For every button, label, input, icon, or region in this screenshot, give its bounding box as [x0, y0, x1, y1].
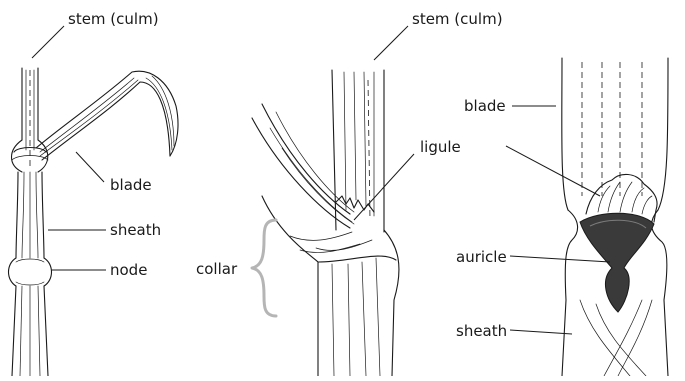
middle-stem-leader — [374, 26, 408, 60]
left-sheath-label: sheath — [110, 221, 161, 239]
middle-collar-label: collar — [196, 260, 238, 278]
middle-collar-drawing — [262, 196, 399, 376]
right-ligule-leader — [506, 146, 600, 196]
right-auricle-leader — [510, 256, 610, 262]
right-sheath-label: sheath — [456, 322, 507, 340]
left-blade-drawing — [36, 71, 178, 160]
panel-left-stem-node: stem (culm) blade sheath node — [9, 10, 179, 376]
right-sheath-leader — [510, 330, 572, 334]
right-blade-drawing — [562, 58, 668, 210]
left-stem-label: stem (culm) — [68, 10, 159, 28]
left-blade-label: blade — [110, 176, 152, 194]
right-auricle-label: auricle — [456, 248, 507, 266]
middle-stem-label: stem (culm) — [412, 10, 503, 28]
middle-ligule-label: ligule — [420, 138, 461, 156]
left-stem-leader — [32, 26, 64, 58]
right-ligule-veins — [598, 182, 652, 214]
left-node-drawing — [9, 258, 52, 286]
right-blade-label: blade — [464, 97, 506, 115]
left-node-label: node — [110, 261, 147, 279]
collar-brace — [252, 220, 276, 316]
panel-right-ligule-auricle: blade auricle sheath — [456, 58, 668, 376]
left-blade-leader — [76, 152, 104, 182]
middle-sheath-drawing — [318, 258, 380, 376]
right-sheath-drawing — [562, 300, 668, 376]
left-sheath-drawing — [12, 140, 49, 258]
left-stem-drawing — [22, 68, 38, 170]
right-auricle-drawing — [580, 213, 654, 312]
left-lower-stem-drawing — [12, 286, 48, 376]
middle-stem-drawing — [332, 70, 384, 232]
middle-blade-drawing — [252, 104, 354, 228]
